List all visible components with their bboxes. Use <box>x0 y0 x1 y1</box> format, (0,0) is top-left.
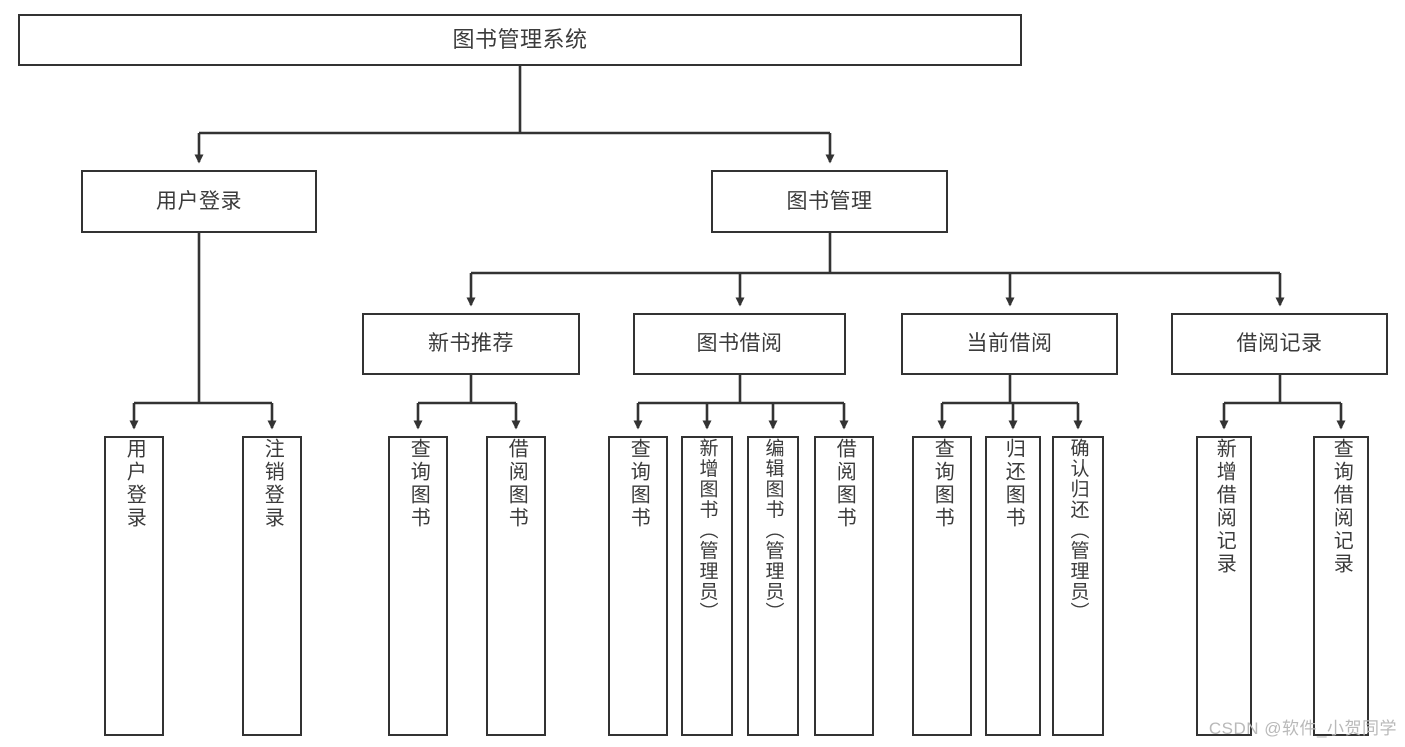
node-book-borrow[interactable]: 图书借阅 <box>633 313 846 375</box>
node-label: 图书借阅 <box>696 332 783 356</box>
node-leaf-query-books-recommend[interactable]: 查询图书 <box>388 436 448 736</box>
node-label: 借阅图书 <box>505 438 528 530</box>
node-label: 借阅图书 <box>833 438 856 530</box>
watermark-csdn: CSDN @软件_小贺同学 <box>1208 719 1397 738</box>
node-leaf-confirm-return-admin[interactable]: 确认归还（管理员） <box>1052 436 1104 736</box>
node-root-label: 图书管理系统 <box>452 26 588 52</box>
node-leaf-edit-book-admin[interactable]: 编辑图书（管理员） <box>747 436 799 736</box>
node-label: 新增图书（管理员） <box>696 438 718 623</box>
node-label: 用户登录 <box>156 189 242 213</box>
node-label: 查询图书 <box>407 438 430 530</box>
node-borrow-records[interactable]: 借阅记录 <box>1171 313 1388 375</box>
node-label: 当前借阅 <box>966 332 1053 356</box>
node-book-management[interactable]: 图书管理 <box>711 170 948 233</box>
node-leaf-borrow-books[interactable]: 借阅图书 <box>814 436 874 736</box>
node-label: 用户登录 <box>123 438 146 530</box>
node-label: 注销登录 <box>261 438 284 530</box>
node-label: 确认归还（管理员） <box>1067 438 1089 623</box>
node-leaf-borrow-books-recommend[interactable]: 借阅图书 <box>486 436 546 736</box>
node-label: 查询图书 <box>931 438 954 530</box>
node-root-book-management-system[interactable]: 图书管理系统 <box>18 14 1022 66</box>
node-leaf-add-book-admin[interactable]: 新增图书（管理员） <box>681 436 733 736</box>
node-leaf-logout[interactable]: 注销登录 <box>242 436 302 736</box>
node-label: 图书管理 <box>786 189 873 213</box>
node-user-login[interactable]: 用户登录 <box>81 170 317 233</box>
node-label: 查询图书 <box>627 438 650 530</box>
node-leaf-query-books-current[interactable]: 查询图书 <box>912 436 972 736</box>
node-label: 查询借阅记录 <box>1330 438 1353 576</box>
node-label: 归还图书 <box>1002 438 1025 530</box>
node-leaf-add-borrow-record[interactable]: 新增借阅记录 <box>1196 436 1252 736</box>
node-current-borrow[interactable]: 当前借阅 <box>901 313 1118 375</box>
node-label: 新书推荐 <box>428 332 514 356</box>
node-label: 新增借阅记录 <box>1213 438 1236 576</box>
node-label: 编辑图书（管理员） <box>762 438 784 623</box>
node-leaf-query-books-borrow[interactable]: 查询图书 <box>608 436 668 736</box>
node-new-book-recommendation[interactable]: 新书推荐 <box>362 313 580 375</box>
node-label: 借阅记录 <box>1236 332 1323 356</box>
node-leaf-query-borrow-record[interactable]: 查询借阅记录 <box>1313 436 1369 736</box>
node-leaf-user-login[interactable]: 用户登录 <box>104 436 164 736</box>
node-leaf-return-books[interactable]: 归还图书 <box>985 436 1041 736</box>
